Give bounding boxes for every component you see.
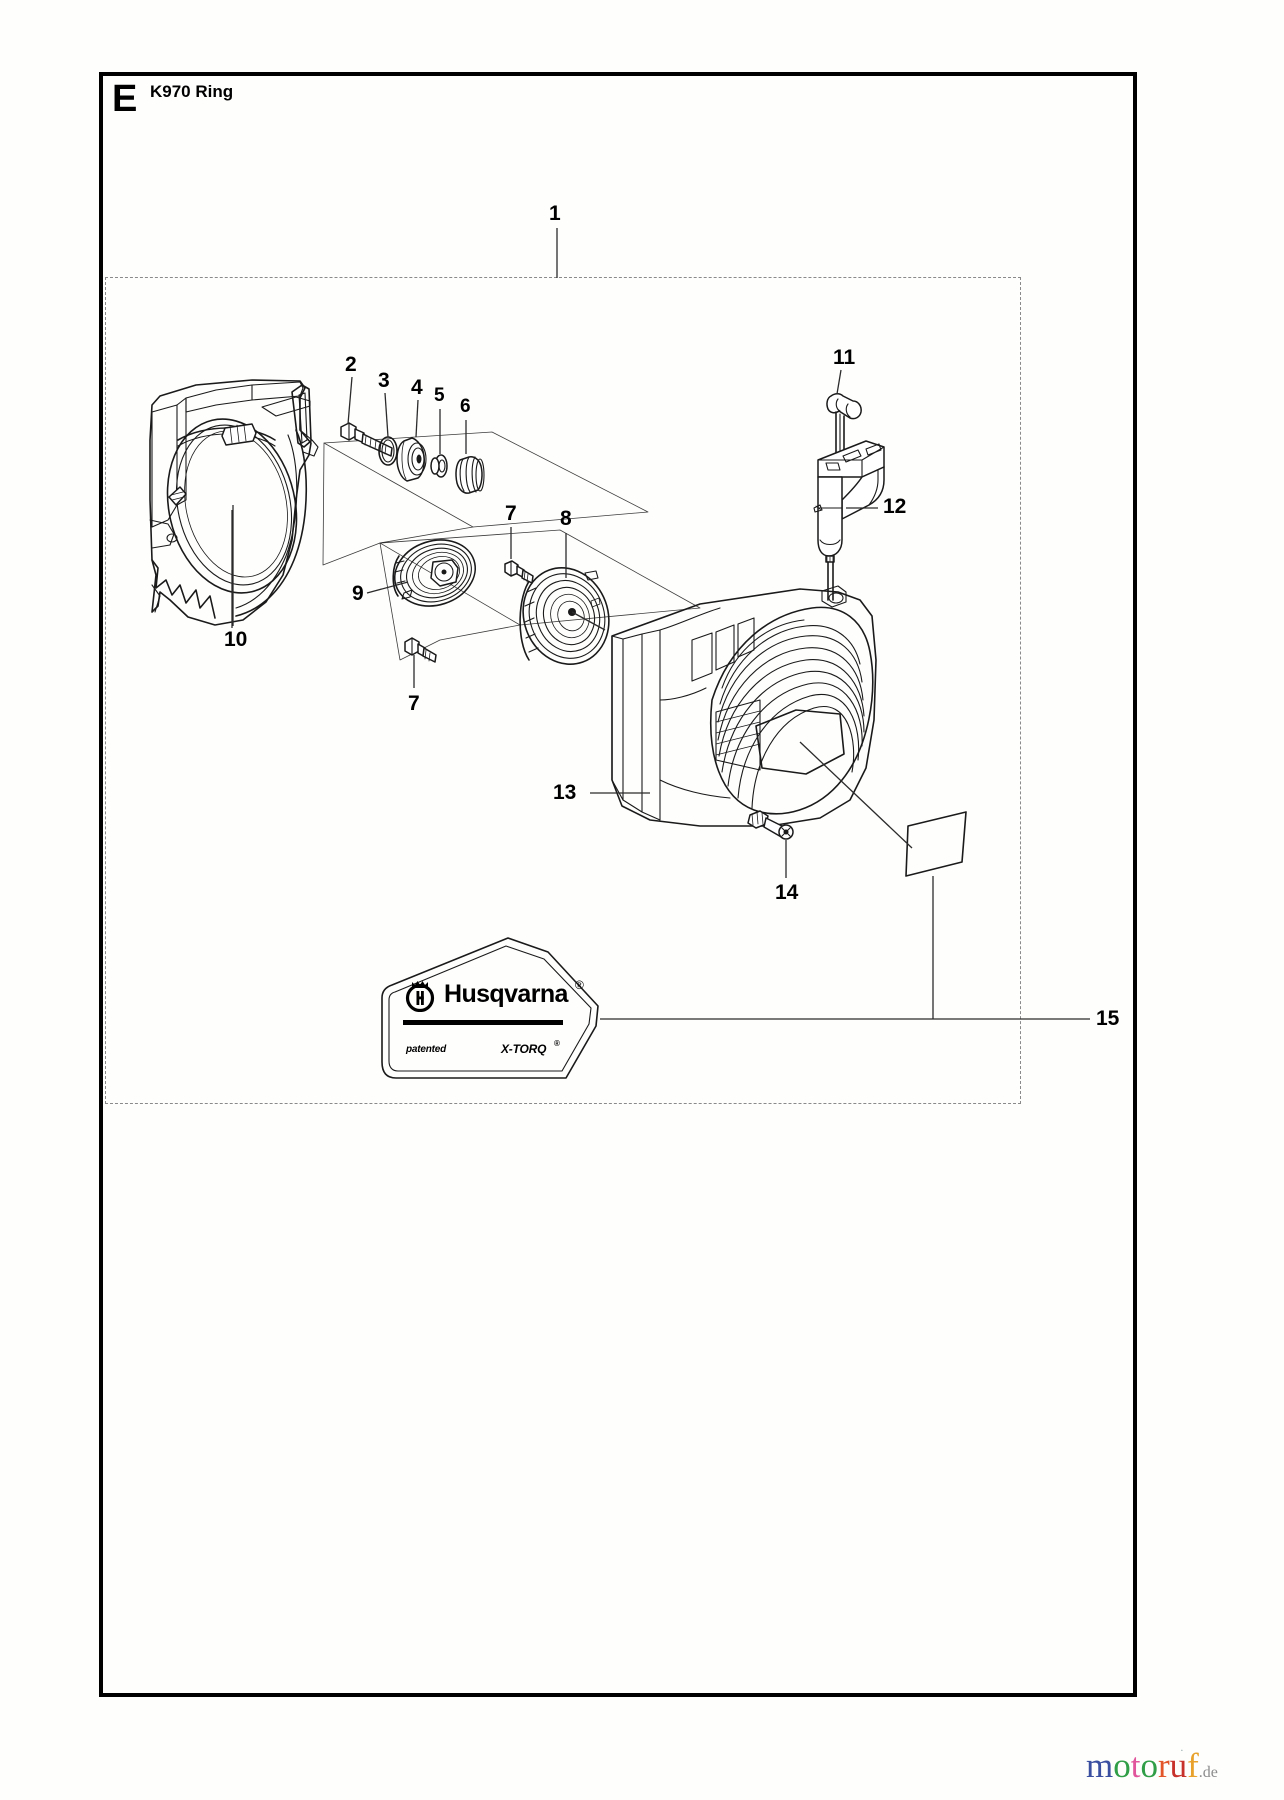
assembly-group-boundary (105, 277, 1021, 1104)
callout-3: 3 (378, 369, 390, 392)
watermark-letter-f: f (1187, 1746, 1199, 1785)
callout-2: 2 (345, 353, 357, 376)
husqvarna-crown-icon (405, 981, 435, 1012)
watermark-tick: · (1179, 1743, 1184, 1757)
callout-1: 1 (549, 202, 561, 225)
callout-15: 15 (1096, 1007, 1120, 1030)
watermark-tld: .de (1198, 1764, 1218, 1781)
decal-xtorq-text: X-TORQ (501, 1042, 547, 1056)
callout-14: 14 (775, 881, 799, 904)
watermark-letter-u: u (1169, 1746, 1188, 1785)
callout-8: 8 (560, 507, 572, 530)
decal-rule (403, 1020, 563, 1025)
callout-10: 10 (224, 628, 248, 651)
callout-7-upper: 7 (505, 502, 517, 525)
husqvarna-wordmark: Husqvarna (444, 980, 568, 1008)
callout-4: 4 (411, 376, 423, 399)
watermark-letter-o2: o (1140, 1746, 1158, 1785)
page-frame (99, 72, 1137, 1697)
husqvarna-decal: Husqvarna ® patented X-TORQ ® (379, 938, 619, 1086)
callout-6: 6 (460, 396, 471, 417)
decal-xtorq-registered-mark: ® (554, 1039, 560, 1048)
decal-patented-text: patented (406, 1044, 447, 1055)
callout-13: 13 (553, 781, 577, 804)
watermark-letter-t: t (1130, 1746, 1141, 1785)
callout-12: 12 (883, 495, 907, 518)
section-letter: E (112, 78, 138, 120)
watermark-letter-m: m (1086, 1746, 1114, 1785)
callout-11: 11 (833, 346, 856, 369)
watermark-letter-o1: o (1113, 1746, 1131, 1785)
page-title: K970 Ring (150, 82, 234, 101)
motoruf-watermark: · motoruf.de (1086, 1744, 1218, 1785)
callout-7-lower: 7 (408, 692, 420, 715)
callout-9: 9 (352, 582, 364, 605)
watermark-letter-r: r (1157, 1746, 1170, 1785)
callout-5: 5 (434, 385, 445, 406)
husqvarna-registered-mark: ® (575, 978, 584, 992)
